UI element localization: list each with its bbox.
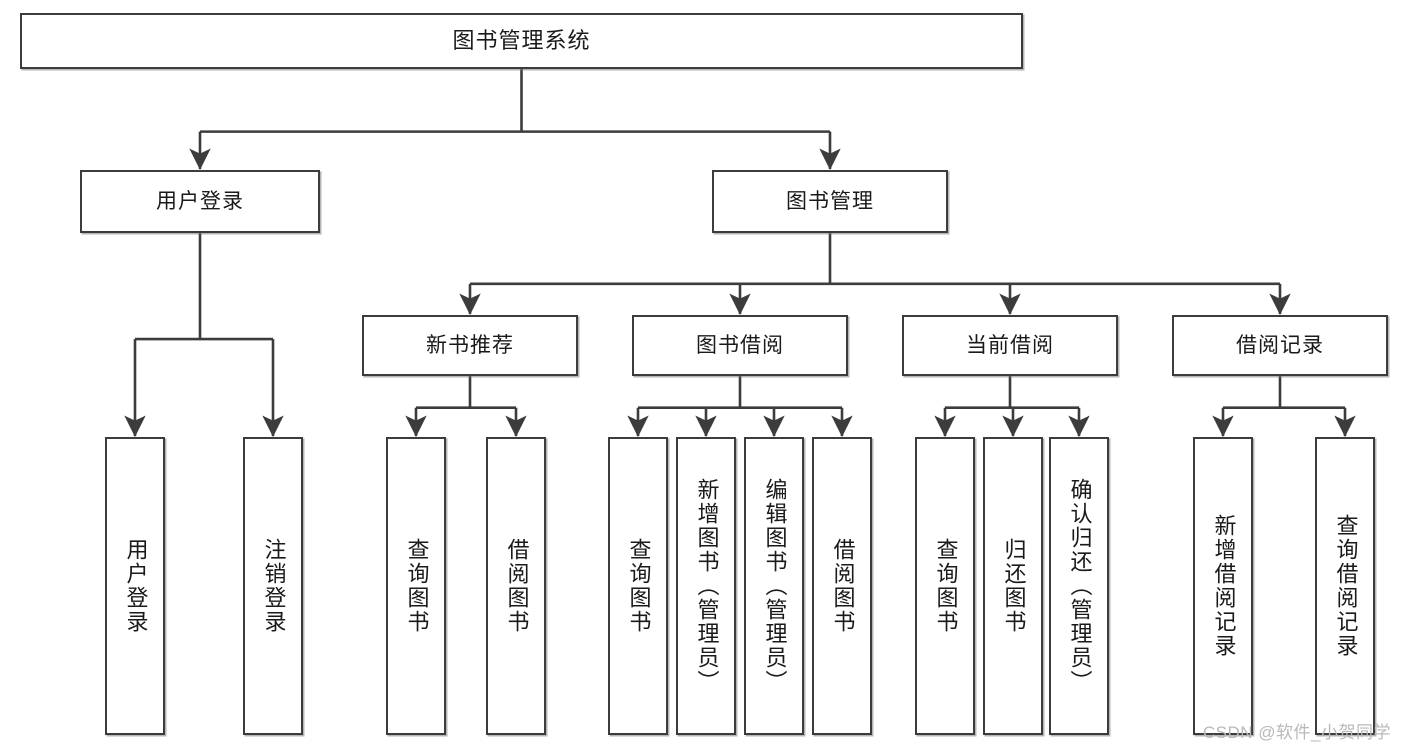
node-label: 图书借阅 (696, 333, 784, 357)
node-label: 确认归还（管理员） (1067, 478, 1093, 694)
node-l5[interactable]: 查询图书 (608, 437, 668, 735)
node-newbook[interactable]: 新书推荐 (362, 315, 578, 376)
node-l11[interactable]: 确认归还（管理员） (1049, 437, 1109, 735)
node-l2[interactable]: 注销登录 (243, 437, 303, 735)
node-label: 用户登录 (123, 538, 149, 634)
node-label: 借阅记录 (1236, 333, 1324, 357)
node-records[interactable]: 借阅记录 (1172, 315, 1388, 376)
node-current[interactable]: 当前借阅 (902, 315, 1118, 376)
node-label: 编辑图书（管理员） (762, 478, 788, 694)
node-l6[interactable]: 新增图书（管理员） (676, 437, 736, 735)
node-label: 查询借阅记录 (1333, 514, 1359, 658)
node-l9[interactable]: 查询图书 (915, 437, 975, 735)
node-label: 借阅图书 (504, 538, 530, 634)
node-label: 借阅图书 (830, 538, 856, 634)
connector-paths (124, 69, 1356, 437)
node-label: 注销登录 (261, 538, 287, 634)
node-l8[interactable]: 借阅图书 (812, 437, 872, 735)
node-root[interactable]: 图书管理系统 (20, 13, 1023, 69)
watermark: CSDN @软件_小贺同学 (1202, 723, 1391, 742)
node-l13[interactable]: 查询借阅记录 (1315, 437, 1375, 735)
node-label: 新增借阅记录 (1211, 514, 1237, 658)
node-label: 图书管理 (786, 189, 874, 213)
node-label: 用户登录 (156, 189, 244, 213)
node-l7[interactable]: 编辑图书（管理员） (744, 437, 804, 735)
node-l10[interactable]: 归还图书 (983, 437, 1043, 735)
node-label: 当前借阅 (966, 333, 1054, 357)
node-label: 查询图书 (933, 538, 959, 634)
node-label: 查询图书 (626, 538, 652, 634)
node-label: 查询图书 (404, 538, 430, 634)
node-label: 归还图书 (1001, 538, 1027, 634)
node-l12[interactable]: 新增借阅记录 (1193, 437, 1253, 735)
node-label: 图书管理系统 (452, 27, 591, 53)
node-l1[interactable]: 用户登录 (105, 437, 165, 735)
node-label: 新增图书（管理员） (694, 478, 720, 694)
node-borrow[interactable]: 图书借阅 (632, 315, 848, 376)
node-label: 新书推荐 (426, 333, 514, 357)
node-bookmgmt[interactable]: 图书管理 (712, 170, 948, 233)
node-l3[interactable]: 查询图书 (386, 437, 446, 735)
node-l4[interactable]: 借阅图书 (486, 437, 546, 735)
node-login[interactable]: 用户登录 (80, 170, 320, 233)
